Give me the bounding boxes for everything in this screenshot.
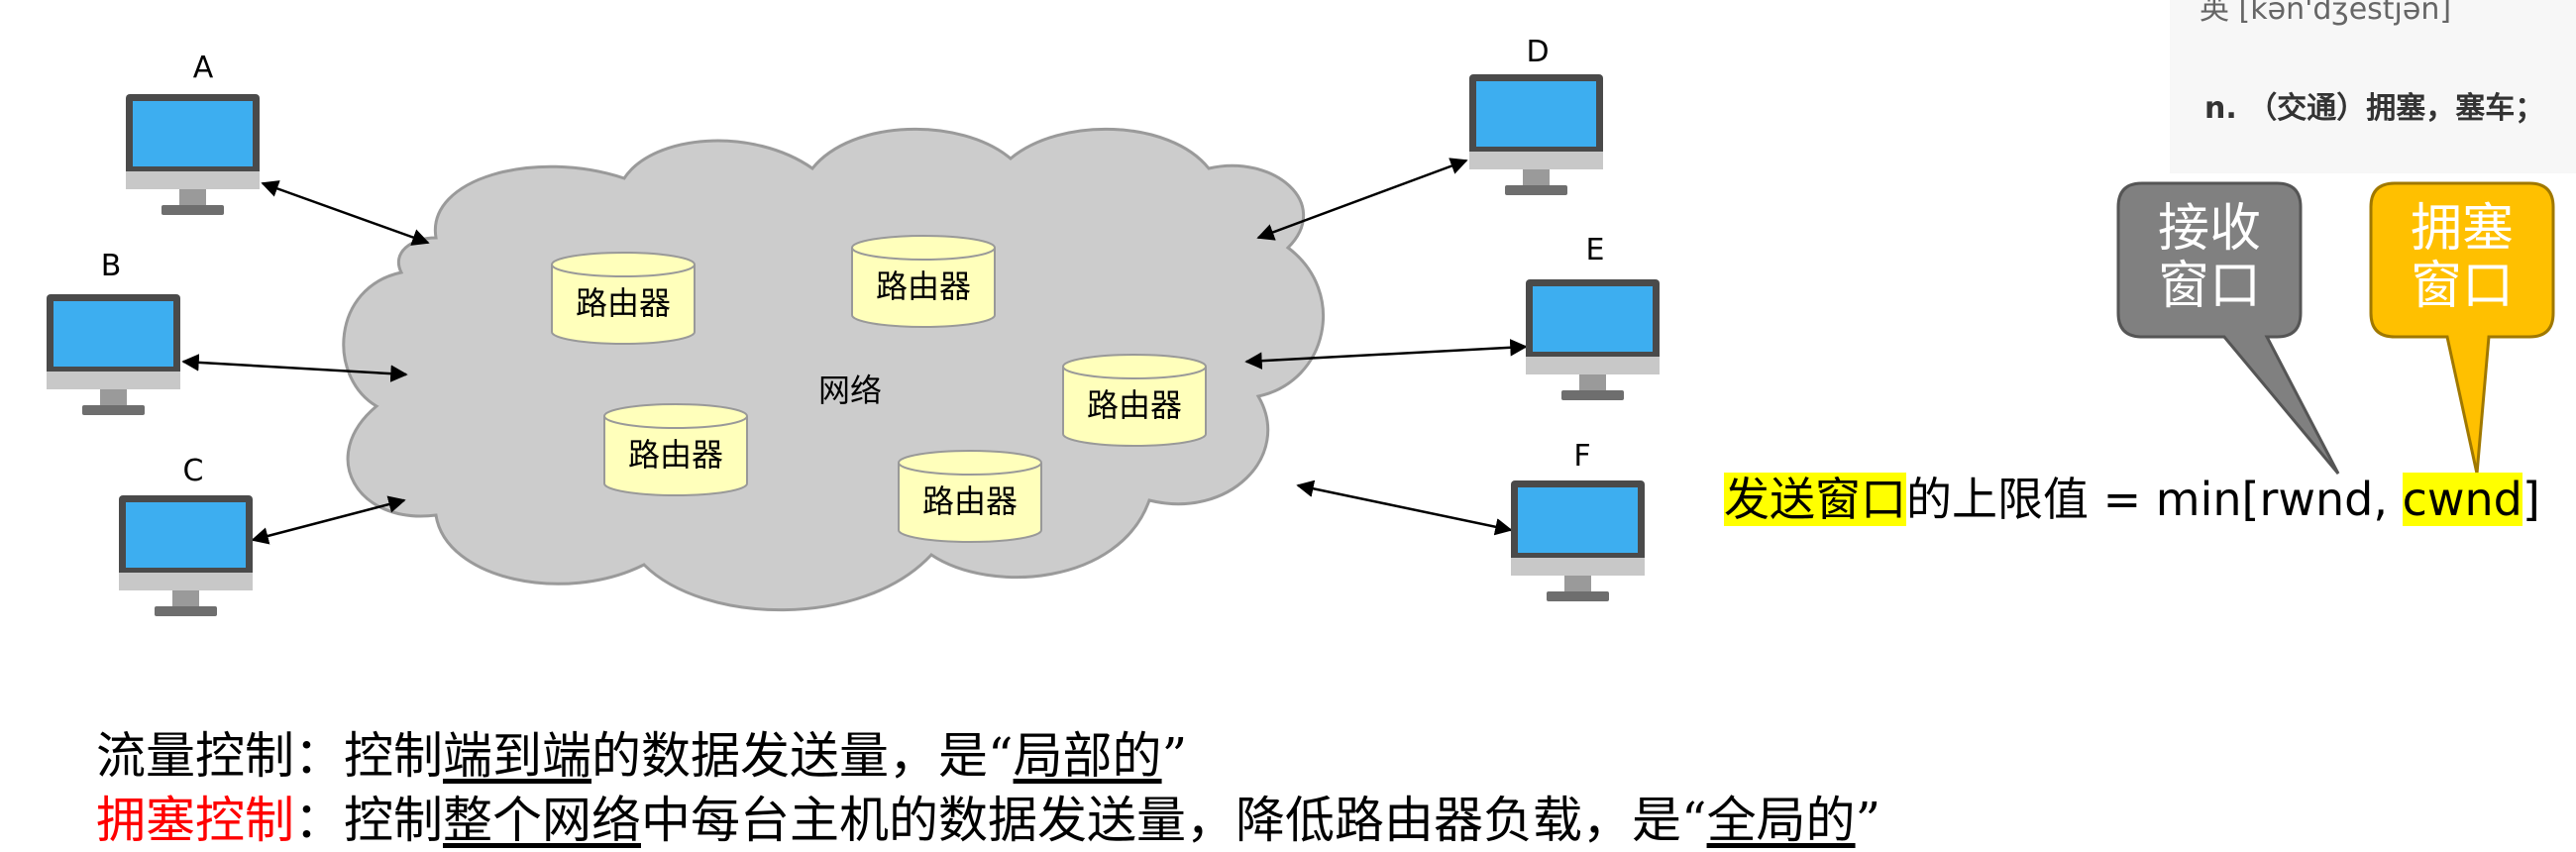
connection-arrows [181, 158, 1528, 545]
host-e: E [1526, 233, 1660, 400]
host-d: D [1469, 35, 1603, 195]
host-label: C [183, 454, 204, 488]
host-label: F [1573, 439, 1590, 474]
formula-middle: 的上限值 = min[rwnd, [1906, 473, 2403, 526]
arrow-e [1244, 339, 1528, 370]
flow-control-line: 流量控制：控制端到端的数据发送量，是“局部的” [96, 716, 1187, 788]
formula-highlight: 发送窗口 [1724, 473, 1906, 526]
arrow-d [1256, 158, 1468, 241]
congestion-text-d: 中每台主机的数据发送量，降低路由器负载，是“ [641, 792, 1707, 849]
host-c: C [119, 454, 253, 616]
congestion-window-line2: 窗口 [2410, 257, 2514, 316]
flow-text-e: ” [1161, 727, 1188, 785]
congestion-text-e: 全局的 [1706, 792, 1856, 849]
router-1: 路由器 [551, 252, 696, 345]
arrow-a [261, 180, 430, 246]
router-label: 路由器 [1087, 386, 1182, 424]
host-label: E [1586, 233, 1605, 267]
arrow-b [181, 354, 408, 382]
host-f: F [1511, 439, 1645, 601]
router-5: 路由器 [898, 450, 1042, 543]
host-label: B [101, 249, 122, 283]
host-label: A [193, 51, 214, 85]
arrow-f [1296, 479, 1513, 536]
receive-window-bubble [2116, 181, 2340, 475]
router-label: 路由器 [628, 436, 723, 474]
congestion-control-line: 拥塞控制：控制整个网络中每台主机的数据发送量，降低路由器负载，是“全局的” [96, 781, 1880, 852]
host-a: A [126, 51, 260, 215]
router-2: 路由器 [851, 235, 996, 328]
formula-cwnd: cwnd [2402, 473, 2522, 526]
computer-icon [119, 495, 253, 616]
host-b: B [47, 249, 180, 415]
arrow-c [251, 495, 406, 545]
flow-text-c: 的数据发送量，是“ [591, 727, 1014, 785]
network-cloud [342, 127, 1325, 612]
router-label: 路由器 [922, 482, 1018, 520]
congestion-text-b: ：控制 [294, 792, 443, 849]
router-3: 路由器 [1062, 354, 1207, 447]
router-label: 路由器 [876, 267, 971, 305]
formula-end: ] [2522, 473, 2540, 526]
network-label: 网络 [818, 372, 882, 409]
congestion-window-bubble [2369, 181, 2555, 475]
dictionary-popup: 英 [kən'dʒestjən] n. （交通）拥塞，塞车； [2170, 0, 2576, 173]
router-label: 路由器 [576, 284, 671, 322]
computer-icon [47, 294, 180, 415]
congestion-text-f: ” [1855, 792, 1881, 849]
definition-text: n. （交通）拥塞，塞车； [2204, 91, 2545, 126]
send-window-formula: 发送窗口的上限值 = min[rwnd, cwnd] [1724, 464, 2540, 529]
computer-icon [126, 94, 260, 215]
host-label: D [1526, 35, 1549, 69]
flow-text-d: 局部的 [1013, 727, 1162, 785]
flow-text-a: 流量控制：控制 [96, 727, 443, 785]
receive-window-text: 接收 窗口 [2130, 200, 2289, 315]
receive-window-line2: 窗口 [2157, 257, 2261, 316]
congestion-window-line1: 拥塞 [2410, 199, 2514, 259]
receive-window-line1: 接收 [2157, 199, 2261, 259]
congestion-window-text: 拥塞 窗口 [2383, 200, 2541, 315]
phonetic-text: 英 [kən'dʒestjən] [2200, 0, 2452, 27]
flow-text-b: 端到端 [443, 727, 591, 785]
router-4: 路由器 [603, 403, 748, 496]
computer-icon [1469, 74, 1603, 195]
computer-icon [1511, 480, 1645, 601]
congestion-text-c: 整个网络 [443, 792, 641, 849]
congestion-text-a: 拥塞控制 [96, 792, 294, 849]
computer-icon [1526, 279, 1660, 400]
